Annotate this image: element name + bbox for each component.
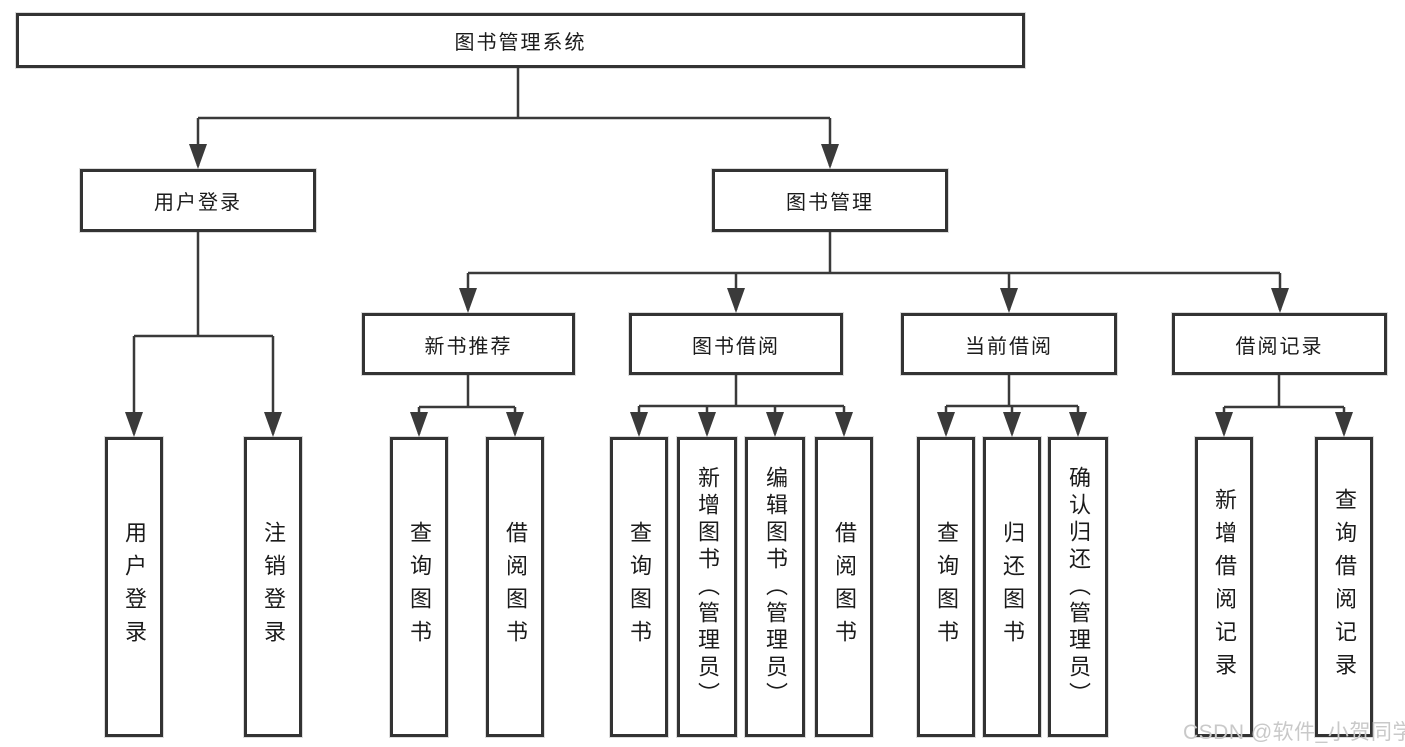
node-book-management-label: 图书管理	[786, 192, 874, 214]
leaf-query-books-3: 查询图书	[917, 437, 975, 737]
leaf-borrow-books-2: 借阅图书	[815, 437, 873, 737]
leaf-confirm-return-admin-label: 确认归还（管理员）	[1066, 465, 1091, 709]
leaf-query-books-1-label: 查询图书	[407, 521, 432, 653]
leaf-add-books-admin: 新增图书（管理员）	[677, 437, 737, 737]
leaf-edit-books-admin-label: 编辑图书（管理员）	[763, 465, 788, 709]
connector-lines	[132, 68, 1346, 434]
node-book-borrowing-label: 图书借阅	[692, 335, 780, 358]
leaf-borrow-books-2-label: 借阅图书	[832, 521, 857, 653]
node-user-login: 用户登录	[80, 169, 316, 232]
leaf-borrow-books-1-label: 借阅图书	[503, 521, 528, 653]
leaf-query-borrow-record: 查询借阅记录	[1315, 437, 1373, 737]
leaf-confirm-return-admin: 确认归还（管理员）	[1048, 437, 1108, 737]
leaf-user-login: 用户登录	[105, 437, 163, 737]
node-book-borrowing: 图书借阅	[629, 313, 843, 375]
leaf-query-books-2: 查询图书	[610, 437, 668, 737]
leaf-return-books-label: 归还图书	[1000, 521, 1025, 653]
leaf-logout-label: 注销登录	[261, 521, 286, 653]
leaf-return-books: 归还图书	[983, 437, 1041, 737]
leaf-query-borrow-record-label: 查询借阅记录	[1332, 488, 1357, 686]
node-new-book-recommend: 新书推荐	[362, 313, 575, 375]
leaf-user-login-label: 用户登录	[122, 521, 147, 653]
leaf-add-books-admin-label: 新增图书（管理员）	[695, 465, 720, 709]
node-root: 图书管理系统	[16, 13, 1025, 68]
leaf-add-borrow-record: 新增借阅记录	[1195, 437, 1253, 737]
leaf-add-borrow-record-label: 新增借阅记录	[1212, 488, 1237, 686]
leaf-query-books-1: 查询图书	[390, 437, 448, 737]
csdn-watermark: CSDN @软件_小贺同学	[1183, 721, 1405, 744]
node-book-management: 图书管理	[712, 169, 948, 232]
leaf-edit-books-admin: 编辑图书（管理员）	[745, 437, 805, 737]
leaf-query-books-3-label: 查询图书	[934, 521, 959, 653]
node-current-borrowing-label: 当前借阅	[965, 335, 1053, 358]
leaf-logout: 注销登录	[244, 437, 302, 737]
node-borrowing-records: 借阅记录	[1172, 313, 1387, 375]
leaf-borrow-books-1: 借阅图书	[486, 437, 544, 737]
leaf-query-books-2-label: 查询图书	[627, 521, 652, 653]
node-user-login-label: 用户登录	[154, 192, 242, 214]
node-borrowing-records-label: 借阅记录	[1235, 335, 1324, 358]
node-root-label: 图书管理系统	[454, 32, 587, 54]
node-current-borrowing: 当前借阅	[901, 313, 1117, 375]
node-new-book-recommend-label: 新书推荐	[424, 335, 513, 358]
